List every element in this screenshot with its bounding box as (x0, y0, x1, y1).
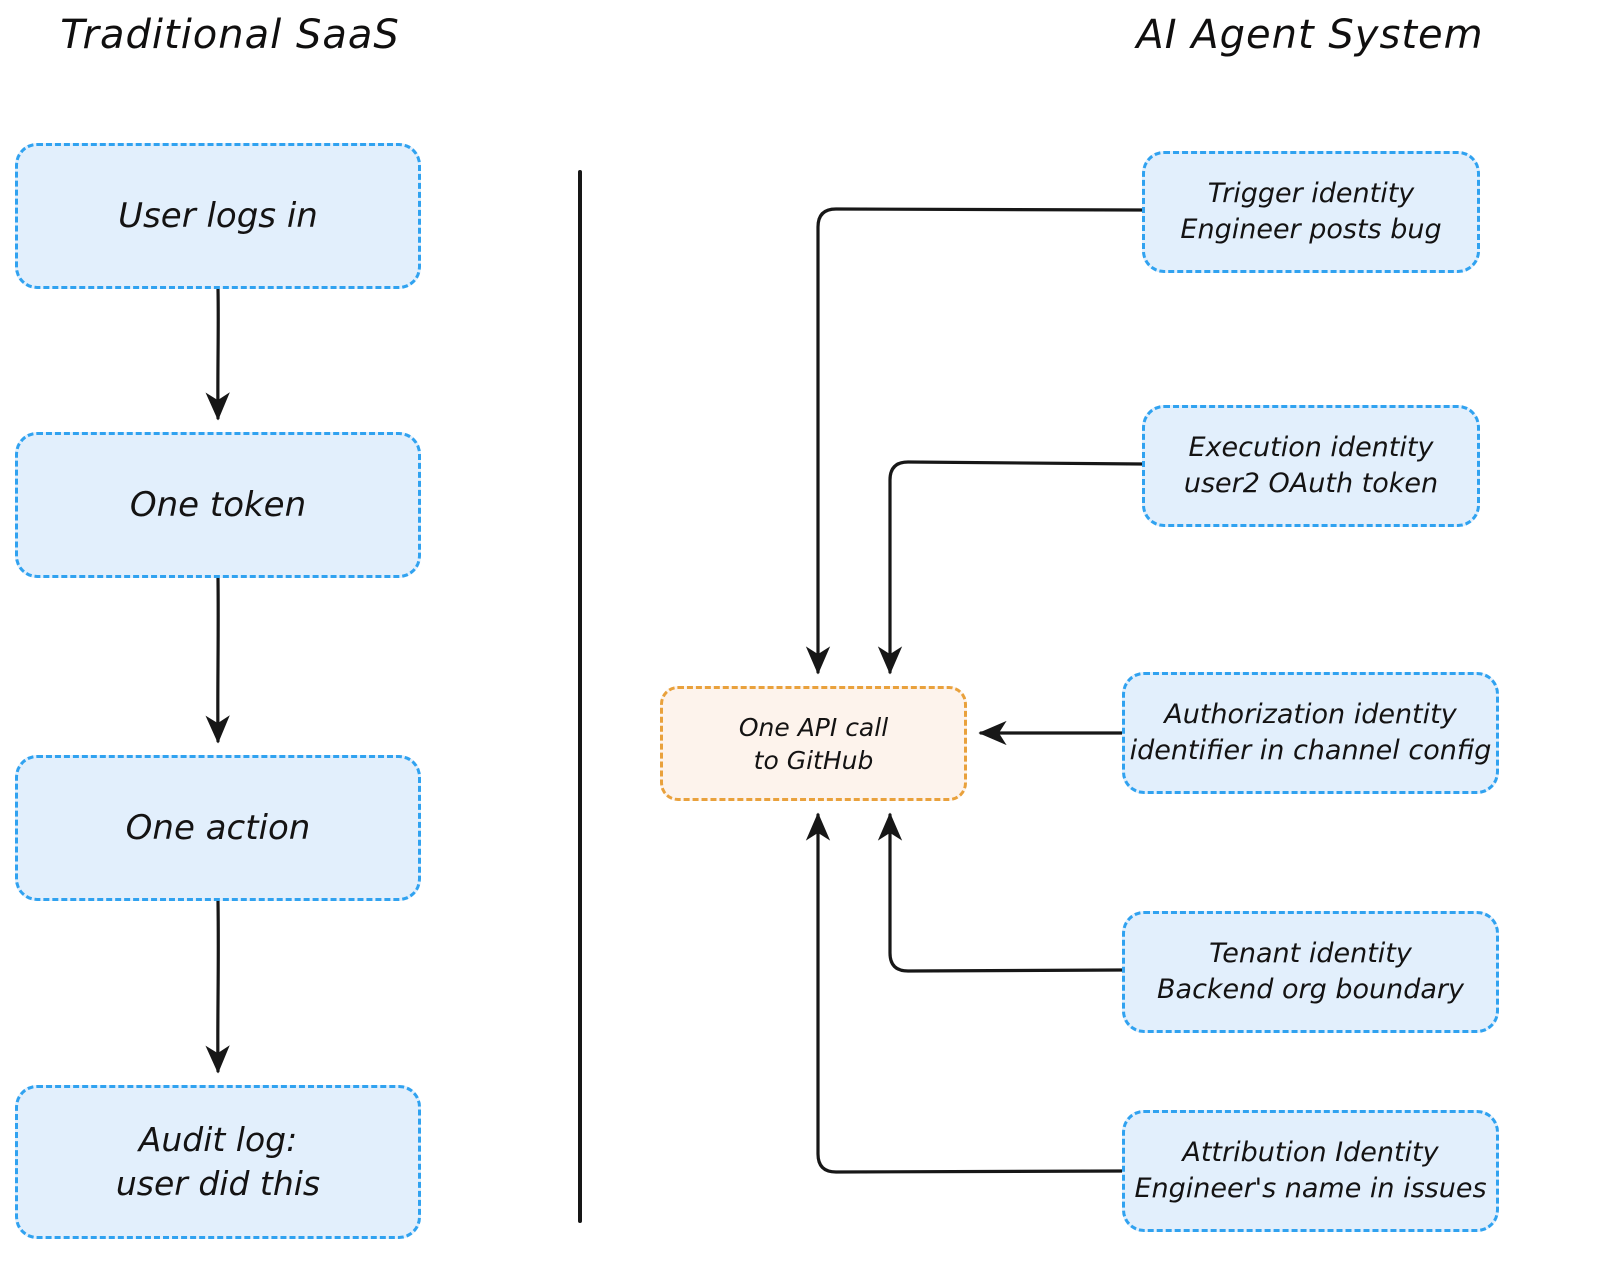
node-one-action[interactable]: One action (15, 755, 421, 901)
node-tenant-identity[interactable]: Tenant identity Backend org boundary (1122, 911, 1499, 1033)
panel-divider (578, 170, 582, 1223)
node-one-token[interactable]: One token (15, 432, 421, 578)
node-execution-identity[interactable]: Execution identity user2 OAuth token (1142, 405, 1480, 527)
edge-exec-to-api (877, 460, 1144, 675)
node-authorization-identity[interactable]: Authorization identity identifier in cha… (1122, 672, 1499, 794)
node-audit-log[interactable]: Audit log: user did this (15, 1085, 421, 1239)
column-title-ai-agent-system: AI Agent System (1136, 12, 1484, 58)
edge-attr-to-api (805, 812, 1124, 1174)
node-user-logs-in[interactable]: User logs in (15, 143, 421, 289)
edge-tenant-to-api (877, 812, 1124, 973)
column-title-traditional-saas: Traditional SaaS (60, 12, 400, 58)
node-one-api-call-to-github[interactable]: One API call to GitHub (660, 686, 967, 801)
edge-action-to-audit (205, 899, 230, 1074)
node-attribution-identity[interactable]: Attribution Identity Engineer's name in … (1122, 1110, 1499, 1232)
edge-trigger-to-api (805, 207, 1144, 675)
node-trigger-identity[interactable]: Trigger identity Engineer posts bug (1142, 151, 1480, 273)
